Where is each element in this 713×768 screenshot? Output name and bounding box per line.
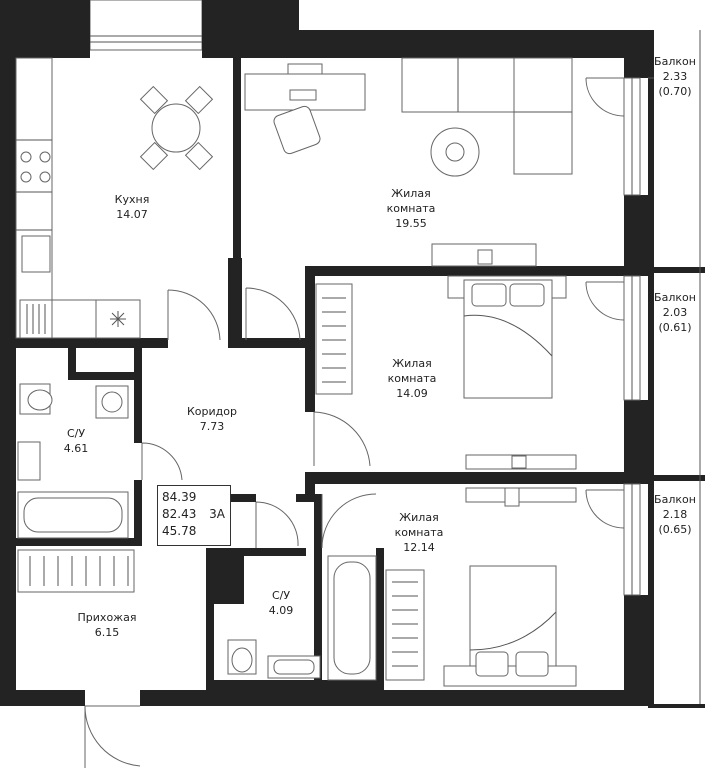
kitchen-name: Кухня	[114, 193, 150, 206]
kitchen-furniture	[15, 57, 214, 339]
doors	[84, 77, 625, 768]
balcony-3-area: 2.18	[662, 508, 688, 521]
total-area: 84.39	[162, 490, 197, 504]
balcony-3-name: Балкон	[654, 493, 696, 506]
living-room-3-label: Жилая комната 12.14	[383, 510, 455, 555]
kitchen-area: 14.07	[116, 208, 148, 221]
balcony-1-label: Балкон 2.33 (0.70)	[650, 54, 700, 99]
living-room-2-area: 14.09	[396, 387, 428, 400]
walls	[0, 0, 654, 706]
area-summary-values: 84.39 82.43 45.78	[162, 489, 196, 540]
balcony-windows	[623, 30, 705, 708]
corridor-area: 7.73	[199, 420, 225, 433]
area-summary-box: 84.39 82.43 45.78 3А	[157, 485, 231, 546]
living-room-2-label: Жилая комната 14.09	[376, 356, 448, 401]
balcony-3-reduced: (0.65)	[658, 523, 692, 536]
living-room-3-furniture	[385, 487, 577, 687]
hallway-name: Прихожая	[77, 611, 137, 624]
bathroom-2-name: С/У	[271, 589, 291, 602]
kitchen-window	[89, 0, 203, 51]
bathroom-1-fixtures	[17, 383, 129, 539]
living-area: 45.78	[162, 524, 197, 538]
hallway-area: 6.15	[94, 626, 120, 639]
living-room-1-name-1: Жилая	[391, 187, 431, 200]
hallway-wardrobe	[17, 549, 135, 593]
living-room-1-area: 19.55	[395, 217, 427, 230]
hallway-label: Прихожая 6.15	[72, 610, 142, 640]
living-room-1-name-2: комната	[386, 202, 436, 215]
bathroom-1-label: С/У 4.61	[56, 426, 96, 456]
living-room-2-name-2: комната	[387, 372, 437, 385]
kitchen-label: Кухня 14.07	[100, 192, 164, 222]
balcony-3-label: Балкон 2.18 (0.65)	[650, 492, 700, 537]
balcony-2-area: 2.03	[662, 306, 688, 319]
living-room-1-furniture	[244, 57, 573, 267]
bathroom-1-area: 4.61	[63, 442, 89, 455]
balcony-1-area: 2.33	[662, 70, 688, 83]
balcony-1-reduced: (0.70)	[658, 85, 692, 98]
area-2: 82.43	[162, 507, 197, 521]
corridor-label: Коридор 7.73	[180, 404, 244, 434]
living-room-2-name-1: Жилая	[392, 357, 432, 370]
corridor-name: Коридор	[187, 405, 237, 418]
balcony-1-name: Балкон	[654, 55, 696, 68]
living-room-3-area: 12.14	[403, 541, 435, 554]
living-room-3-name-1: Жилая	[399, 511, 439, 524]
room-count: 3А	[209, 507, 225, 521]
living-room-3-name-2: комната	[394, 526, 444, 539]
bathroom-2-label: С/У 4.09	[261, 588, 301, 618]
bathroom-1-name: С/У	[66, 427, 86, 440]
balcony-2-name: Балкон	[654, 291, 696, 304]
bathroom-2-area: 4.09	[268, 604, 294, 617]
bathroom-2-fixtures	[227, 555, 377, 681]
balcony-2-reduced: (0.61)	[658, 321, 692, 334]
balcony-2-label: Балкон 2.03 (0.61)	[650, 290, 700, 335]
living-room-2-furniture	[315, 275, 577, 470]
living-room-1-label: Жилая комната 19.55	[375, 186, 447, 231]
